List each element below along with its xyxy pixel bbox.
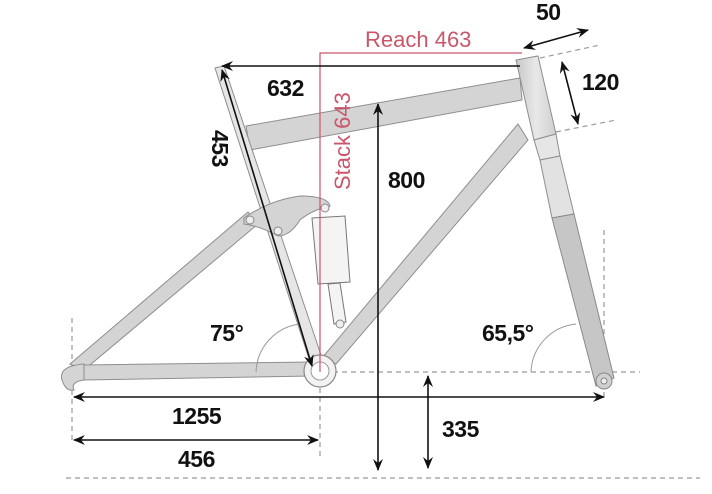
seat-tube-label: 453 xyxy=(207,130,233,167)
offset-arrow xyxy=(523,28,589,50)
head-bottom-line xyxy=(555,119,617,133)
front-axle-inner xyxy=(600,377,608,385)
rear-shock-shaft xyxy=(327,282,347,325)
fork-stanchion xyxy=(539,155,575,219)
pivot xyxy=(273,226,283,236)
seat-angle-label: 75° xyxy=(210,320,244,346)
bb-height-label: 335 xyxy=(442,416,480,442)
top-tube-label: 632 xyxy=(267,75,304,101)
head-angle-label: 65,5° xyxy=(482,320,534,346)
stack-label: Stack 643 xyxy=(330,92,355,190)
standover-label: 800 xyxy=(388,167,425,193)
pivot xyxy=(335,319,345,329)
rear-dropout xyxy=(60,363,85,391)
wheelbase-label: 1255 xyxy=(172,403,222,429)
offset-label: 50 xyxy=(536,0,561,25)
pivot xyxy=(320,203,330,213)
head-top-line xyxy=(539,44,601,59)
rear-shock-body xyxy=(311,215,351,285)
chainstay-label: 456 xyxy=(178,446,215,472)
head-angle-arc xyxy=(530,323,577,373)
pivot xyxy=(245,215,255,225)
dimension-arrows xyxy=(73,28,605,471)
reach-stack-bracket xyxy=(319,52,522,372)
head-tube-arrow xyxy=(559,61,581,125)
chain-stay xyxy=(83,361,313,381)
head-tube-label: 120 xyxy=(582,69,619,95)
seat-stay xyxy=(69,211,259,371)
reach-label: Reach 463 xyxy=(365,27,471,52)
fork-lower xyxy=(551,213,615,387)
seat-tube-arrow xyxy=(220,69,314,367)
dimension-labels: 632 453 800 50 120 75° 65,5° 1255 456 33… xyxy=(172,0,619,472)
reach-stack-lines: Reach 463 Stack 643 xyxy=(319,27,522,372)
